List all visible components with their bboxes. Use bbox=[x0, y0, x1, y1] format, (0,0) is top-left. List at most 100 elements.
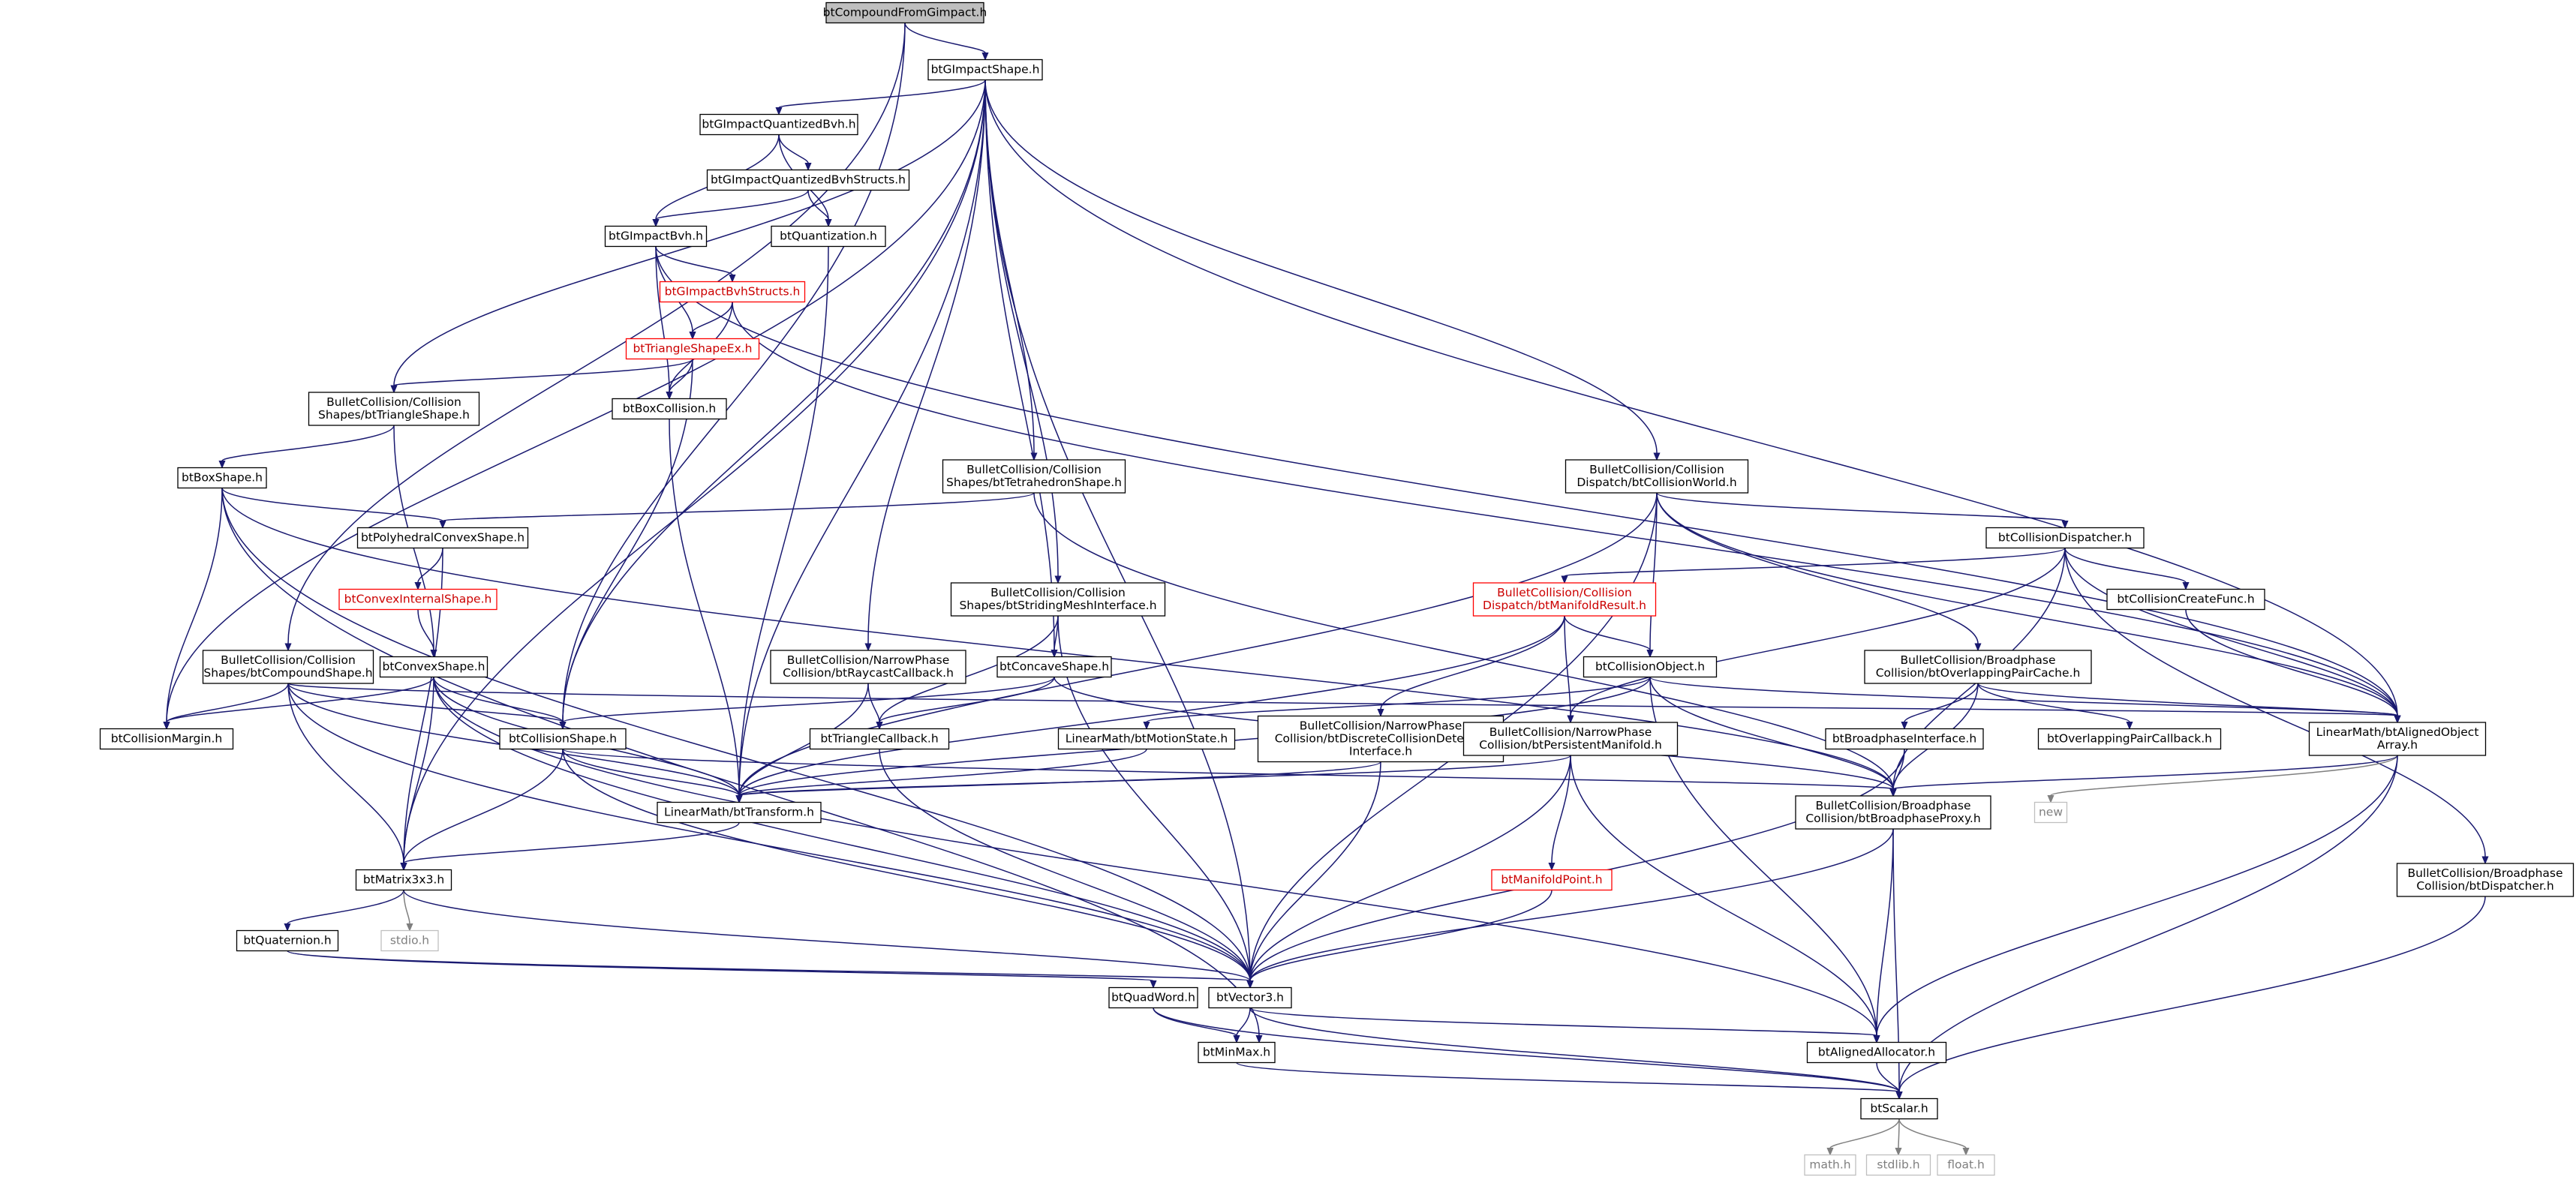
edge-trianglecallback-to-vector3 bbox=[879, 749, 1251, 981]
edge-collisionworld-to-collisionobject bbox=[1649, 492, 1658, 650]
edge-gimpactbvh-to-gimpactbvhstructs bbox=[655, 246, 733, 276]
node-box bbox=[1462, 722, 1679, 756]
node-root[interactable]: btCompoundFromGimpact.h bbox=[823, 2, 987, 24]
node-math: math.h bbox=[1804, 1154, 1856, 1176]
arrowhead-gimpactshape-to-stridingmesh bbox=[1054, 575, 1062, 584]
node-box bbox=[356, 527, 529, 549]
edge-persistentmanifold-to-transform bbox=[738, 755, 1571, 797]
node-triangleshape[interactable]: BulletCollision/CollisionShapes/btTriang… bbox=[308, 392, 480, 426]
node-label: btCollisionMargin.h bbox=[111, 732, 223, 746]
node-overlappingpaircallback[interactable]: btOverlappingPairCallback.h bbox=[2037, 728, 2222, 750]
node-label: btAlignedAllocator.h bbox=[1818, 1046, 1935, 1059]
edge-raycastcallback-to-trianglecallback bbox=[867, 683, 880, 722]
node-label: Shapes/btTetrahedronShape.h bbox=[946, 476, 1122, 489]
edge-alignedobjectarray-to-new bbox=[2050, 755, 2398, 797]
arrowhead-vector3-to-minmax bbox=[1233, 1035, 1240, 1043]
node-tetrahedron[interactable]: BulletCollision/CollisionShapes/btTetrah… bbox=[942, 459, 1126, 494]
node-persistentmanifold[interactable]: BulletCollision/NarrowPhaseCollision/btP… bbox=[1462, 722, 1679, 756]
node-triangleshapeex[interactable]: btTriangleShapeEx.h bbox=[625, 338, 760, 360]
node-label: LinearMath/btTransform.h bbox=[664, 806, 814, 819]
node-label: btCollisionShape.h bbox=[509, 732, 617, 746]
node-quantization[interactable]: btQuantization.h bbox=[771, 225, 886, 248]
node-quaternion[interactable]: btQuaternion.h bbox=[236, 929, 339, 952]
node-label: btGImpactShape.h bbox=[931, 63, 1040, 77]
node-convexshape[interactable]: btConvexShape.h bbox=[379, 656, 488, 678]
node-vector3[interactable]: btVector3.h bbox=[1208, 986, 1292, 1009]
edge-collisionobject-to-broadphaseproxy bbox=[1649, 677, 1894, 790]
edge-stridingmesh-to-vector3 bbox=[1057, 615, 1251, 981]
node-matrix3x3[interactable]: btMatrix3x3.h bbox=[355, 869, 452, 891]
arrowhead-triangleshapeex-to-triangleshape bbox=[390, 385, 398, 394]
edge-convexshape-to-collisionmargin bbox=[166, 677, 434, 723]
node-quadword[interactable]: btQuadWord.h bbox=[1108, 986, 1198, 1009]
node-gimpactshape[interactable]: btGImpactShape.h bbox=[927, 59, 1043, 81]
node-minmax[interactable]: btMinMax.h bbox=[1198, 1041, 1276, 1064]
node-boxshape[interactable]: btBoxShape.h bbox=[177, 467, 267, 489]
node-box bbox=[1198, 1041, 1276, 1064]
edge-polyhedral-to-convexinternal bbox=[417, 548, 443, 583]
edge-stridingmesh-to-concaveshape bbox=[1054, 615, 1059, 650]
node-overlappingpaircache[interactable]: BulletCollision/BroadphaseCollision/btOv… bbox=[1864, 650, 2092, 684]
node-alignedallocator[interactable]: btAlignedAllocator.h bbox=[1806, 1041, 1947, 1064]
edge-gimpactshape-to-stridingmesh bbox=[984, 80, 1059, 577]
node-compoundshape[interactable]: BulletCollision/CollisionShapes/btCompou… bbox=[202, 650, 374, 684]
node-label: Collision/btRaycastCallback.h bbox=[783, 666, 954, 680]
node-label: BulletCollision/NarrowPhase bbox=[787, 653, 950, 667]
node-collisionworld[interactable]: BulletCollision/CollisionDispatch/btColl… bbox=[1565, 459, 1749, 494]
edge-vector3-to-alignedallocator bbox=[1249, 1007, 1877, 1037]
node-box bbox=[771, 225, 886, 248]
node-label: Collision/btBroadphaseProxy.h bbox=[1805, 812, 1980, 825]
node-boxcollision[interactable]: btBoxCollision.h bbox=[612, 398, 727, 420]
node-label: BulletCollision/Broadphase bbox=[1900, 653, 2055, 667]
node-stridingmesh[interactable]: BulletCollision/CollisionShapes/btStridi… bbox=[950, 582, 1166, 617]
node-scalar[interactable]: btScalar.h bbox=[1860, 1097, 1938, 1120]
node-box bbox=[2106, 588, 2265, 611]
node-collisionshape[interactable]: btCollisionShape.h bbox=[499, 728, 627, 750]
node-gimpactqbvhstructs[interactable]: btGImpactQuantizedBvhStructs.h bbox=[706, 169, 910, 191]
edge-scalar-to-stdlib bbox=[1898, 1118, 1900, 1148]
node-gimpactbvh[interactable]: btGImpactBvh.h bbox=[604, 225, 708, 248]
node-broadphaseinterface[interactable]: btBroadphaseInterface.h bbox=[1825, 728, 1984, 750]
edge-root-to-gimpactshape bbox=[904, 23, 986, 54]
edge-collisionworld-to-collisiondispatcher bbox=[1656, 492, 2066, 522]
node-concaveshape[interactable]: btConcaveShape.h bbox=[996, 656, 1112, 678]
node-box bbox=[2033, 801, 2068, 824]
node-collisioncreatefunc[interactable]: btCollisionCreateFunc.h bbox=[2106, 588, 2265, 611]
node-label: btBoxCollision.h bbox=[623, 402, 716, 416]
node-collisionmargin[interactable]: btCollisionMargin.h bbox=[99, 728, 234, 750]
node-label: btScalar.h bbox=[1870, 1102, 1928, 1115]
edge-gimpactshape-to-alignedobjectarray bbox=[984, 80, 2398, 716]
node-gimpactbvhstructs[interactable]: btGImpactBvhStructs.h bbox=[659, 281, 806, 303]
arrowhead-collisiondispatcher-to-manifoldresult bbox=[1561, 575, 1568, 584]
edge-gimpactbvhstructs-to-alignedobjectarray bbox=[732, 302, 2398, 716]
edge-manifoldresult-to-collisionobject bbox=[1564, 615, 1651, 651]
node-manifoldpoint[interactable]: btManifoldPoint.h bbox=[1491, 869, 1613, 891]
node-label: btOverlappingPairCallback.h bbox=[2047, 732, 2212, 746]
node-motionstate[interactable]: LinearMath/btMotionState.h bbox=[1057, 728, 1236, 750]
node-dispatcher[interactable]: BulletCollision/BroadphaseCollision/btDi… bbox=[2396, 863, 2574, 897]
edge-quaternion-to-vector3 bbox=[287, 950, 1251, 982]
node-box bbox=[1804, 1154, 1856, 1176]
edge-vector3-to-scalar bbox=[1249, 1007, 1900, 1093]
arrowhead-transform-to-matrix3x3 bbox=[400, 863, 407, 871]
node-polyhedral[interactable]: btPolyhedralConvexShape.h bbox=[356, 527, 529, 549]
node-label: Collision/btDispatcher.h bbox=[2416, 879, 2553, 893]
edge-discretecd-to-vector3 bbox=[1249, 761, 1381, 981]
node-discretecd[interactable]: BulletCollision/NarrowPhaseCollision/btD… bbox=[1257, 715, 1504, 763]
node-collisionobject[interactable]: btCollisionObject.h bbox=[1583, 656, 1718, 678]
node-label: Dispatch/btManifoldResult.h bbox=[1483, 599, 1646, 612]
node-manifoldresult[interactable]: BulletCollision/CollisionDispatch/btMani… bbox=[1472, 582, 1657, 617]
edge-dispatcher-to-scalar bbox=[1898, 896, 2486, 1092]
arrowhead-overlappingpaircache-to-overlappingpaircallback bbox=[2126, 722, 2133, 730]
node-collisiondispatcher[interactable]: btCollisionDispatcher.h bbox=[1985, 527, 2145, 549]
node-transform[interactable]: LinearMath/btTransform.h bbox=[657, 801, 822, 824]
node-raycastcallback[interactable]: BulletCollision/NarrowPhaseCollision/btR… bbox=[770, 650, 966, 684]
node-box bbox=[177, 467, 267, 489]
edge-collisiondispatcher-to-persistentmanifold bbox=[1570, 548, 2066, 716]
node-convexinternal[interactable]: btConvexInternalShape.h bbox=[338, 588, 497, 611]
node-broadphaseproxy[interactable]: BulletCollision/BroadphaseCollision/btBr… bbox=[1795, 795, 1991, 830]
node-gimpactqbvh[interactable]: btGImpactQuantizedBvh.h bbox=[699, 113, 858, 136]
node-label: float.h bbox=[1947, 1158, 1985, 1172]
node-trianglecallback[interactable]: btTriangleCallback.h bbox=[809, 728, 950, 750]
